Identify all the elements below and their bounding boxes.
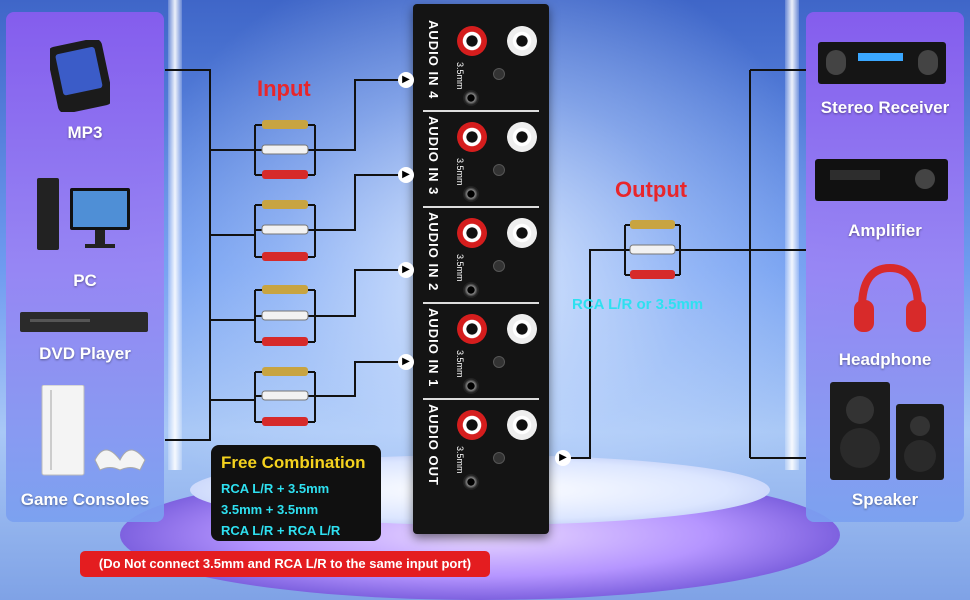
amplifier-icon [815, 155, 950, 205]
arrow-right-icon: ▶ [555, 450, 571, 466]
port-out: AUDIO OUT 3.5mm [423, 404, 539, 494]
light-pillar [785, 0, 799, 470]
rca-white-jack[interactable] [507, 26, 537, 56]
rca-white-jack[interactable] [507, 410, 537, 440]
screw [493, 68, 505, 80]
output-option-label: RCA L/R or 3.5mm [572, 296, 704, 313]
rca-white-jack[interactable] [507, 218, 537, 248]
port-label: AUDIO IN 2 [426, 212, 441, 292]
free-combination-box: Free Combination RCA L/R + 3.5mm 3.5mm +… [211, 445, 381, 541]
combination-line: 3.5mm + 3.5mm [221, 502, 319, 517]
port-label: AUDIO OUT [426, 404, 441, 486]
port-in-3: AUDIO IN 3 3.5mm [423, 116, 539, 208]
rca-red-jack[interactable] [457, 314, 487, 344]
warning-banner: (Do Not connect 3.5mm and RCA L/R to the… [80, 551, 490, 577]
3.5mm-jack[interactable] [463, 282, 479, 298]
input-title: Input [257, 76, 311, 101]
3.5mm-jack[interactable] [463, 90, 479, 106]
port-in-1: AUDIO IN 1 3.5mm [423, 308, 539, 400]
cable-plugs [261, 120, 676, 426]
combination-line: RCA L/R + RCA L/R [221, 523, 341, 538]
device-label-pc: PC [73, 271, 97, 290]
screw [493, 356, 505, 368]
screw [493, 164, 505, 176]
arrow-right-icon: ▶ [398, 167, 414, 183]
rca-red-jack[interactable] [457, 218, 487, 248]
port-in-2: AUDIO IN 2 3.5mm [423, 212, 539, 304]
jack-label: 3.5mm [455, 350, 465, 378]
3.5mm-jack[interactable] [463, 186, 479, 202]
rca-red-jack[interactable] [457, 122, 487, 152]
device-label-headphone: Headphone [838, 350, 932, 369]
jack-label: 3.5mm [455, 158, 465, 186]
device-label-stereo-receiver: Stereo Receiver [820, 98, 950, 117]
3.5mm-jack[interactable] [463, 474, 479, 490]
arrow-right-icon: ▶ [398, 262, 414, 278]
combination-title: Free Combination [221, 453, 366, 472]
light-pillar [168, 0, 182, 470]
dvd-player-icon [20, 310, 150, 335]
pc-icon [35, 178, 135, 253]
stereo-receiver-icon [818, 38, 948, 88]
jack-label: 3.5mm [455, 446, 465, 474]
device-label-mp3: MP3 [67, 123, 103, 142]
rca-white-jack[interactable] [507, 122, 537, 152]
port-label: AUDIO IN 3 [426, 116, 441, 196]
port-label: AUDIO IN 4 [426, 20, 441, 100]
screw [493, 452, 505, 464]
game-console-icon [40, 385, 150, 480]
screw [493, 260, 505, 272]
rca-white-jack[interactable] [507, 314, 537, 344]
output-title: Output [615, 177, 688, 202]
rca-red-jack[interactable] [457, 26, 487, 56]
port-label: AUDIO IN 1 [426, 308, 441, 388]
arrow-right-icon: ▶ [398, 354, 414, 370]
mp3-player-icon [50, 40, 110, 112]
device-label-speaker: Speaker [851, 490, 919, 509]
audio-switch: AUDIO IN 4 3.5mm AUDIO IN 3 3.5mm AUDIO … [413, 4, 549, 534]
3.5mm-jack[interactable] [463, 378, 479, 394]
speaker-icon [830, 382, 948, 482]
device-label-amplifier: Amplifier [848, 221, 922, 240]
rca-red-jack[interactable] [457, 410, 487, 440]
jack-label: 3.5mm [455, 62, 465, 90]
combination-line: RCA L/R + 3.5mm [221, 481, 330, 496]
headphone-icon [850, 260, 930, 340]
device-label-game-consoles: Game Consoles [20, 490, 150, 509]
arrow-right-icon: ▶ [398, 72, 414, 88]
port-in-4: AUDIO IN 4 3.5mm [423, 20, 539, 112]
device-label-dvd: DVD Player [39, 344, 131, 363]
jack-label: 3.5mm [455, 254, 465, 282]
